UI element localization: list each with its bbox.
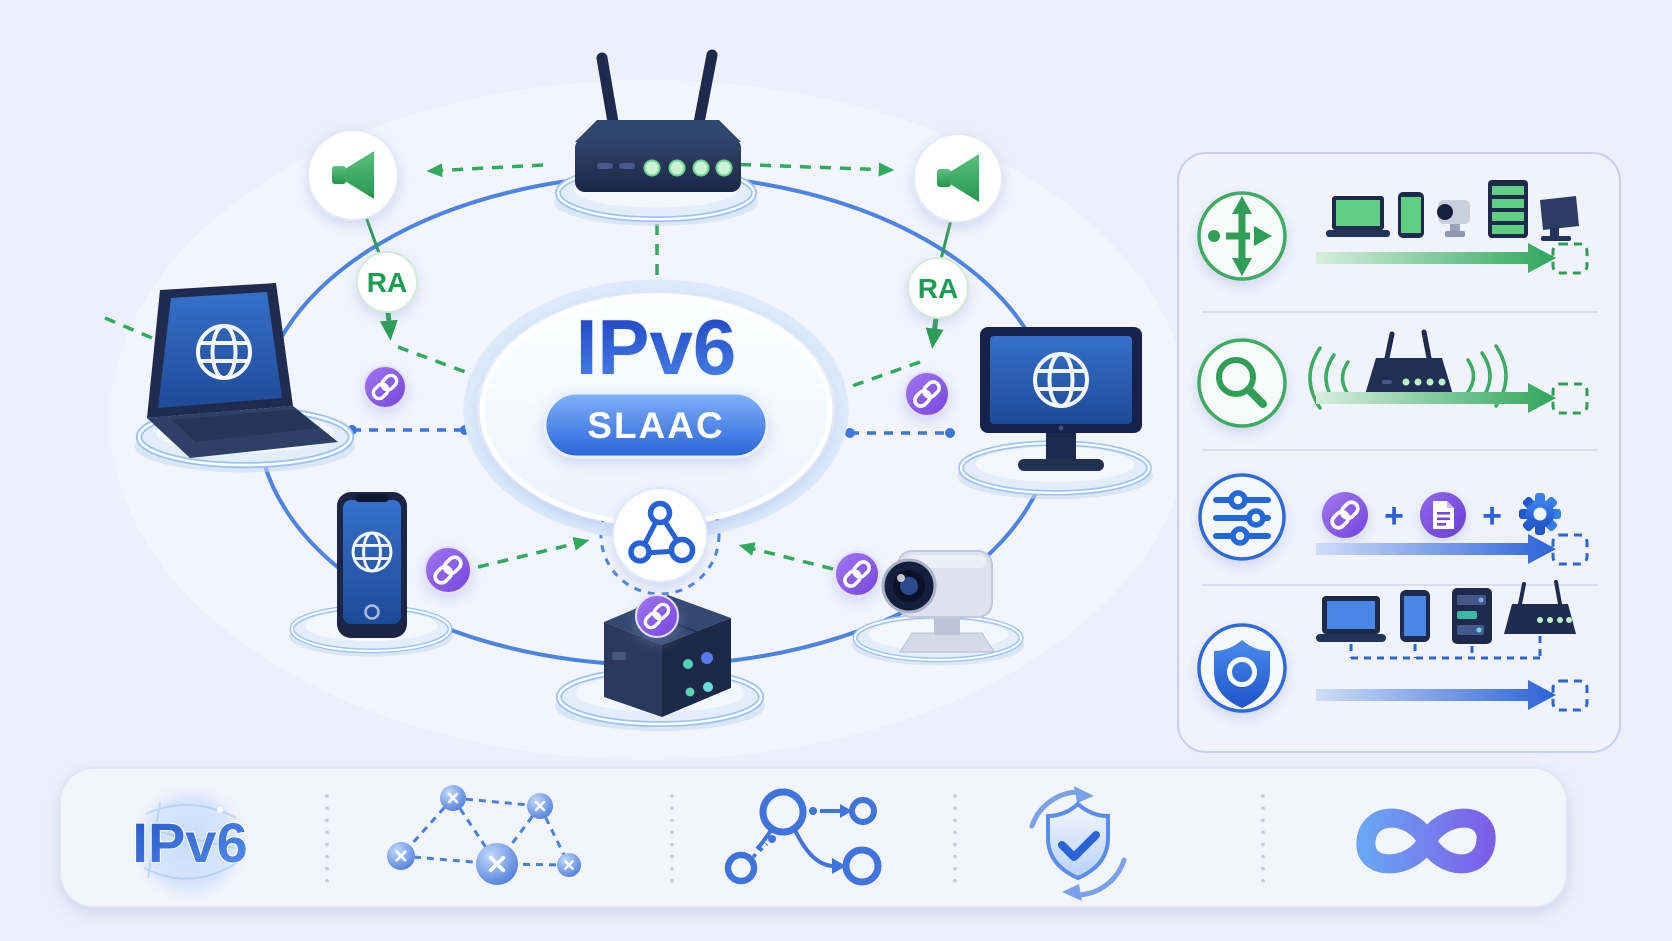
- smartphone-icon: [337, 492, 407, 638]
- ipv6-globe-logo: IPv6: [128, 781, 252, 905]
- ipv6-title: IPv6: [576, 303, 736, 391]
- routing-arrows-icon: [1208, 196, 1272, 276]
- document-circle: [1420, 492, 1466, 538]
- network-node-icon: [612, 487, 708, 583]
- panel-row-addressing: [1197, 180, 1589, 281]
- speaker-badge-left: [307, 129, 399, 221]
- ra-label: RA: [918, 273, 958, 304]
- node-flow-icon: [724, 788, 882, 886]
- panel-row-address-formation: + +: [1198, 473, 1589, 566]
- ra-badge-left: RA: [356, 251, 418, 313]
- mini-phone-icon: [1398, 192, 1424, 238]
- gear-icon: [1519, 493, 1561, 535]
- plus-sign: +: [1482, 497, 1502, 535]
- mini-router-icon: [1504, 580, 1576, 634]
- sliders-icon: [1213, 490, 1271, 546]
- monitor-icon: [980, 327, 1142, 471]
- ra-badge-right: RA: [907, 257, 969, 319]
- server-icon: [604, 595, 731, 717]
- mini-camera-icon: [1437, 200, 1470, 237]
- mini-laptop-icon: [1316, 596, 1386, 642]
- footer-strip: IPv6: [59, 767, 1568, 908]
- wifi-router-icon: [1364, 329, 1454, 398]
- center-bubble: IPv6 SLAAC: [463, 279, 849, 541]
- mini-monitor-icon: [1540, 196, 1579, 241]
- slaac-label: SLAAC: [587, 405, 724, 446]
- footer-ipv6-label: IPv6: [132, 811, 247, 874]
- speaker-badge-right: [913, 133, 1003, 223]
- slaac-pill: [543, 391, 769, 459]
- laptop-icon: [147, 283, 338, 458]
- side-panel: + +: [1177, 152, 1621, 753]
- mini-laptop-icon: [1326, 196, 1390, 237]
- ra-label: RA: [367, 267, 407, 298]
- document-icon: [1433, 501, 1454, 529]
- router-icon: [575, 49, 741, 192]
- mini-phone-icon: [1400, 590, 1430, 642]
- panel-row-discovery: [1197, 329, 1589, 428]
- mesh-network-icon: [387, 785, 581, 885]
- panel-row-autoconfig: [1197, 580, 1589, 713]
- announcement-badges: RA RA: [307, 129, 1003, 638]
- search-icon: [1216, 357, 1267, 408]
- dashed-bus-connector: [1349, 636, 1546, 660]
- link-badges: [363, 365, 950, 638]
- camera-icon: [881, 550, 995, 653]
- shield-check-icon: [1029, 786, 1127, 901]
- mini-server-icon: [1452, 588, 1492, 644]
- mini-server-rack-icon: [1488, 180, 1528, 238]
- shield-icon: [1214, 640, 1270, 708]
- link-circle: [1322, 492, 1368, 538]
- infinity-icon: [1356, 808, 1496, 874]
- plus-sign: +: [1384, 497, 1404, 535]
